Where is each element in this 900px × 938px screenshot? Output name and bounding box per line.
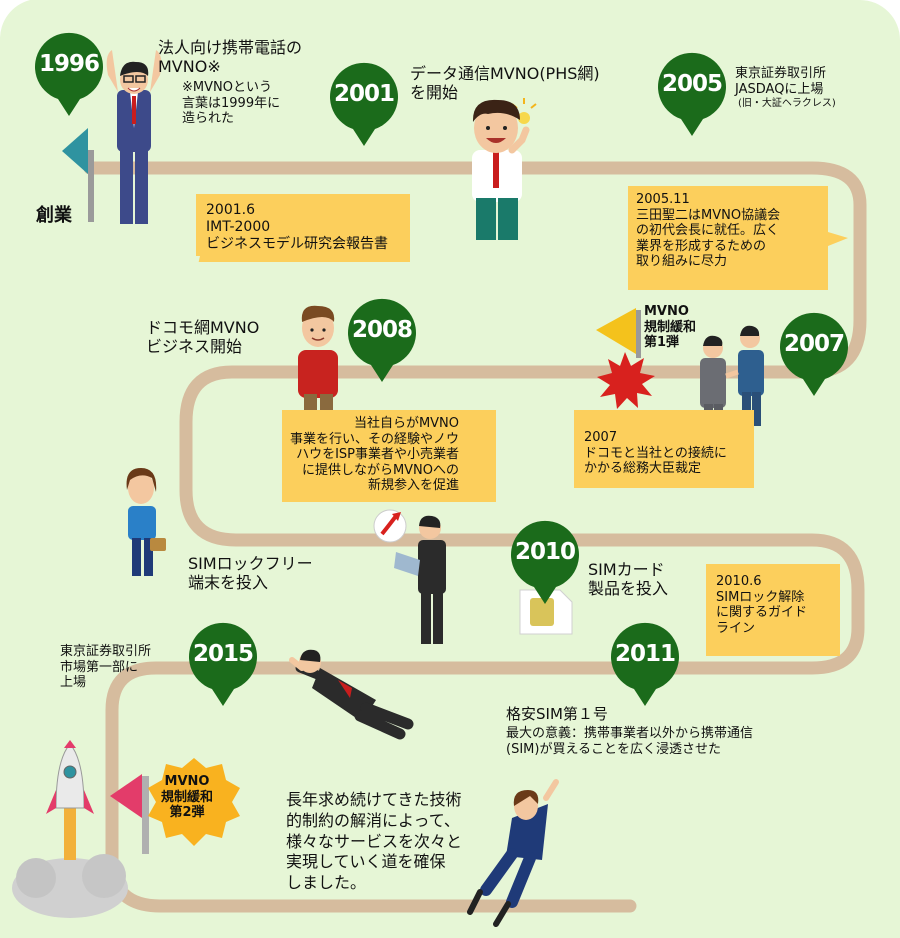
milestone-footnote-2005: (旧・大証ヘラクレス) — [738, 98, 836, 109]
ruling-burst — [597, 352, 655, 409]
milestone-label-2005: 東京証券取引所 JASDAQに上場 — [735, 66, 827, 97]
milestone-pin-2007: 2007 — [777, 310, 851, 396]
founding-flag — [62, 128, 94, 222]
data-mvno-figure — [472, 98, 537, 240]
milestone-label-1996: 法人向け携帯電話の MVNO※ — [158, 38, 303, 77]
timeline-road — [83, 161, 867, 913]
milestone-year: 2010 — [514, 539, 576, 565]
deregulation-flag-1 — [596, 308, 641, 358]
milestone-year: 2008 — [351, 317, 413, 343]
milestone-pin-2008: 2008 — [345, 296, 419, 382]
note-2010-sim-unlock: 2010.6 SIMロック解除 に関するガイド ライン — [706, 564, 840, 656]
milestone-pin-2001: 2001 — [327, 60, 401, 146]
note-2001-imt2000: 2001.6 IMT-2000 ビジネスモデル研究会報告書 — [196, 194, 410, 262]
sim-lock-free-label: SIMロックフリー 端末を投入 — [188, 554, 313, 593]
note-text: 2005.11 三田聖二はMVNO協議会 の初代会長に就任。広く 業界を形成する… — [636, 192, 781, 270]
deregulation-2-label: MVNO 規制緩和 第2弾 — [161, 774, 214, 821]
milestone-pin-2005: 2005 — [655, 50, 729, 136]
milestone-label-2008: ドコモ網MVNO ビジネス開始 — [146, 318, 260, 357]
milestone-year: 2015 — [192, 641, 254, 667]
note-2008-mvno-enabler: 当社自らがMVNO 事業を行い、その経験やノウ ハウをISP事業者や小売業者 に… — [282, 410, 496, 502]
milestone-year: 1996 — [38, 51, 100, 77]
milestone-label-2010: SIMカード 製品を投入 — [588, 560, 669, 599]
milestone-footnote-2011: 最大の意義：携帯事業者以外から携帯通信 (SIM)が買えることを広く浸透させた — [506, 726, 754, 757]
shopper-figure — [126, 468, 166, 576]
milestone-footnote-1996: ※MVNOという 言葉は1999年に 造られた — [182, 80, 281, 127]
milestone-label-2011: 格安SIM第１号 — [506, 705, 608, 723]
reading-man-figure — [373, 509, 446, 644]
note-text: 2010.6 SIMロック解除 に関するガイド ライン — [716, 574, 808, 636]
milestone-year: 2007 — [783, 331, 845, 357]
milestone-pin-1996: 1996 — [32, 30, 106, 116]
rocket-icon — [12, 740, 128, 918]
deregulation-badge — [148, 758, 240, 846]
milestone-year: 2011 — [614, 641, 676, 667]
note-2005-association: 2005.11 三田聖二はMVNO協議会 の初代会長に就任。広く 業界を形成する… — [628, 186, 848, 290]
milestone-label-2015: 東京証券取引所 市場第一部に 上場 — [60, 644, 152, 691]
businessmen-figures — [700, 325, 764, 440]
note-text: 2007 ドコモと当社との接続に かかる総務大臣裁定 — [584, 430, 727, 477]
founding-label: 創業 — [36, 205, 72, 226]
sim-card-icon — [519, 589, 573, 635]
note-text: 2001.6 IMT-2000 ビジネスモデル研究会報告書 — [206, 202, 388, 252]
note-text: 当社自らがMVNO 事業を行い、その経験やノウ ハウをISP事業者や小売業者 に… — [290, 416, 460, 494]
deregulation-flag-2 — [110, 774, 149, 854]
milestone-year: 2005 — [661, 71, 723, 97]
milestone-pin-2010: 2010 — [508, 518, 582, 604]
milestone-label-2001: データ通信MVNO(PHS網) を開始 — [410, 64, 600, 103]
deregulation-1-label: MVNO 規制緩和 第1弾 — [644, 304, 697, 351]
flying-businessman-figure — [289, 649, 414, 740]
docomo-mvno-figure — [298, 305, 338, 428]
milestone-year: 2001 — [333, 81, 395, 107]
founder-figure — [106, 50, 162, 224]
conclusion-text: 長年求め続けてきた技術 的制約の解消によって、 様々なサービスを次々と 実現して… — [286, 790, 463, 893]
milestone-pin-2015: 2015 — [186, 620, 260, 706]
leaping-woman-figure — [467, 779, 559, 927]
milestone-pin-2011: 2011 — [608, 620, 682, 706]
note-2007-ruling: 2007 ドコモと当社との接続に かかる総務大臣裁定 — [574, 410, 754, 488]
